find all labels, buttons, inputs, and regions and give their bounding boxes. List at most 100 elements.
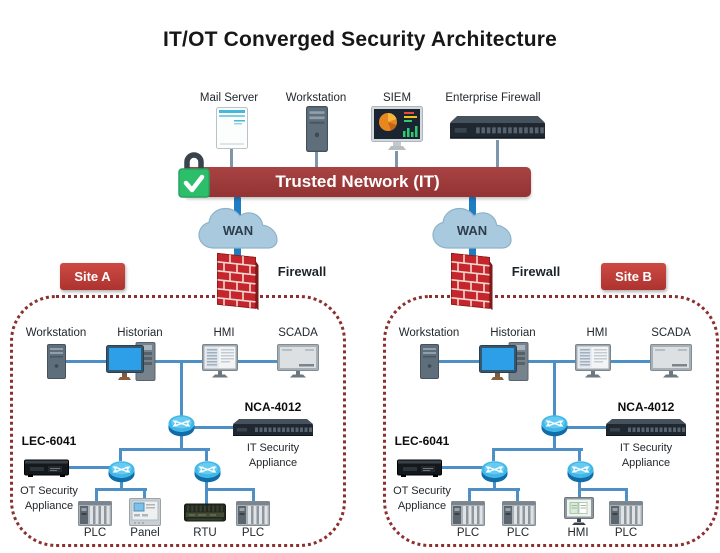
router-icon <box>168 414 195 437</box>
plc-icon <box>451 501 485 526</box>
lock-check-icon <box>176 146 212 200</box>
trusted-network-bar: Trusted Network (IT) <box>184 167 531 197</box>
plc-label: PLC <box>506 527 530 539</box>
workstation-label: Workstation <box>285 92 347 104</box>
network-link <box>492 448 495 461</box>
workstation-label: Workstation <box>25 327 87 339</box>
router-icon <box>194 460 221 483</box>
network-link <box>516 488 519 502</box>
it-appliance-role-label: IT Security <box>619 442 673 454</box>
router-icon <box>481 460 508 483</box>
network-link <box>578 488 628 491</box>
site-a-zone: Workstation Historian HMI SCADA NCA-4012… <box>10 295 346 547</box>
hmi-small-icon <box>562 497 596 526</box>
firewall-label: Firewall <box>511 264 561 279</box>
enterprise-firewall-icon <box>450 116 545 140</box>
site-b-zone: Workstation Historian HMI SCADA NCA-4012… <box>383 295 719 547</box>
it-security-appliance-icon <box>233 419 313 437</box>
ot-security-appliance-icon <box>24 457 69 478</box>
network-link <box>234 197 241 219</box>
network-link <box>468 488 471 502</box>
network-link <box>469 197 476 219</box>
network-link <box>553 360 556 417</box>
panel-icon <box>129 498 161 526</box>
rtu-icon <box>184 502 226 523</box>
router-icon <box>567 460 594 483</box>
scada-monitor-icon <box>277 344 319 380</box>
hmi-label: HMI <box>567 527 589 539</box>
it-appliance-model-label: NCA-4012 <box>617 400 675 414</box>
network-link <box>492 448 583 451</box>
network-link <box>496 140 499 167</box>
wan-label: WAN <box>222 223 254 238</box>
network-link <box>95 488 98 502</box>
network-link <box>180 360 183 417</box>
it-security-appliance-icon <box>606 419 686 437</box>
site-b-badge: Site B <box>601 263 666 290</box>
network-link <box>119 448 210 451</box>
network-link <box>553 435 556 451</box>
mail-server-label: Mail Server <box>199 92 259 104</box>
enterprise-firewall-label: Enterprise Firewall <box>445 92 541 104</box>
workstation-tower-icon <box>420 344 439 379</box>
panel-label: Panel <box>130 527 160 539</box>
plc-label: PLC <box>83 527 107 539</box>
hmi-label: HMI <box>586 327 608 339</box>
network-link <box>230 149 233 167</box>
network-link <box>625 488 628 502</box>
network-link <box>493 481 496 490</box>
network-link <box>205 448 208 461</box>
ot-security-appliance-icon <box>397 457 442 478</box>
network-link <box>205 481 208 504</box>
siem-dashboard-icon <box>371 106 423 151</box>
ot-appliance-role-label: OT Security <box>20 485 78 497</box>
network-link <box>439 360 650 363</box>
network-link <box>180 435 183 451</box>
network-link <box>566 426 608 429</box>
network-link <box>252 488 255 502</box>
site-a-badge: Site A <box>60 263 125 290</box>
firewall-label: Firewall <box>277 264 327 279</box>
page-title: IT/OT Converged Security Architecture <box>162 28 558 51</box>
network-link <box>440 466 483 469</box>
network-link <box>315 152 318 167</box>
scada-label: SCADA <box>651 327 691 339</box>
network-link <box>95 488 147 491</box>
plc-label: PLC <box>456 527 480 539</box>
mail-server-icon <box>216 107 248 149</box>
hmi-label: HMI <box>213 327 235 339</box>
historian-icon <box>479 342 529 383</box>
firewall-brick-icon <box>217 253 259 311</box>
network-link <box>205 488 255 491</box>
network-link <box>468 488 520 491</box>
network-link <box>578 481 581 504</box>
hmi-monitor-icon <box>575 344 611 380</box>
firewall-brick-icon <box>451 253 493 311</box>
ot-appliance-model-label: LEC-6041 <box>21 434 77 448</box>
siem-label: SIEM <box>382 92 412 104</box>
network-link <box>193 426 235 429</box>
wan-label: WAN <box>456 223 488 238</box>
router-icon <box>541 414 568 437</box>
network-link <box>119 448 122 461</box>
workstation-tower-icon <box>306 106 328 152</box>
plc-icon <box>236 501 270 526</box>
router-icon <box>108 460 135 483</box>
it-appliance-role-label: Appliance <box>248 457 298 469</box>
network-link <box>67 466 110 469</box>
scada-monitor-icon <box>650 344 692 380</box>
network-link <box>66 360 277 363</box>
ot-appliance-role-label: OT Security <box>393 485 451 497</box>
plc-icon <box>502 501 536 526</box>
historian-label: Historian <box>117 327 163 339</box>
scada-label: SCADA <box>278 327 318 339</box>
network-link <box>395 151 398 167</box>
hmi-monitor-icon <box>202 344 238 380</box>
ot-appliance-role-label: Appliance <box>397 500 447 512</box>
workstation-tower-icon <box>47 344 66 379</box>
it-appliance-model-label: NCA-4012 <box>244 400 302 414</box>
historian-icon <box>106 342 156 383</box>
plc-label: PLC <box>241 527 265 539</box>
plc-label: PLC <box>614 527 638 539</box>
